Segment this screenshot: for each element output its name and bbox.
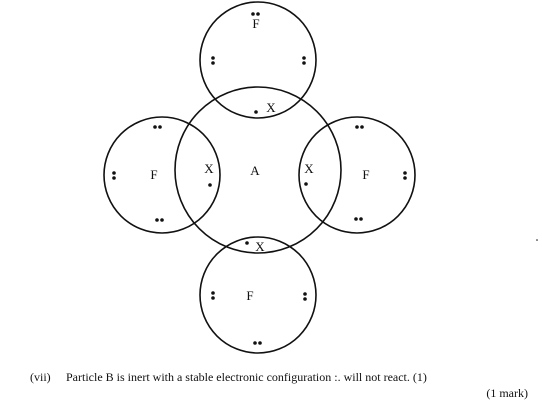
- lone-pair-dot: [112, 171, 116, 175]
- top-bond-dot: [254, 110, 258, 114]
- lone-pair-dot: [155, 218, 159, 222]
- lone-pair-dot: [256, 12, 260, 16]
- lone-pair-dot: [158, 125, 162, 129]
- lone-pair-dot: [302, 56, 306, 60]
- lone-pair-dot: [355, 125, 359, 129]
- question-number: (vii): [30, 370, 51, 384]
- left-bond-x: X: [204, 161, 214, 176]
- right-bond-x: X: [304, 161, 314, 176]
- lone-pair-dot: [258, 341, 262, 345]
- lone-pair-dot: [211, 56, 215, 60]
- central-atom-shell: [174, 86, 342, 254]
- top-fluorine-shell: [199, 1, 317, 119]
- lone-pair-dot: [403, 176, 407, 180]
- lone-pair-dot: [112, 176, 116, 180]
- lone-pair-dot: [253, 341, 257, 345]
- lone-pair-dot: [354, 217, 358, 221]
- bottom-fluorine-shell: [199, 236, 317, 354]
- lone-pair-dot: [211, 296, 215, 300]
- bottom-fluorine-label: F: [246, 288, 253, 303]
- bottom-fluorine-lone-pairs: [211, 291, 307, 345]
- scan-speck: [536, 239, 538, 241]
- left-fluorine-lone-pairs: [112, 125, 164, 222]
- lone-pair-dot: [359, 217, 363, 221]
- lone-pair-dot: [403, 171, 407, 175]
- left-fluorine-shell: [103, 116, 221, 234]
- lone-pair-dot: [303, 297, 307, 301]
- left-bond-dot: [208, 183, 212, 187]
- right-fluorine-lone-pairs: [354, 125, 407, 221]
- right-fluorine-shell: [298, 116, 416, 234]
- right-fluorine-label: F: [362, 167, 369, 182]
- answer-line: (vii) Particle B is inert with a stable e…: [30, 370, 427, 385]
- lone-pair-dot: [303, 292, 307, 296]
- top-bond-x: X: [266, 100, 276, 115]
- lone-pair-dot: [160, 218, 164, 222]
- lone-pair-dot: [302, 61, 306, 65]
- central-atom-label: A: [250, 163, 260, 178]
- answer-text: Particle B is inert with a stable electr…: [66, 370, 427, 384]
- lone-pair-dot: [211, 61, 215, 65]
- bottom-bond-x: X: [255, 239, 265, 254]
- top-fluorine-label: F: [252, 16, 259, 31]
- left-fluorine-label: F: [150, 167, 157, 182]
- mark-allocation: (1 mark): [486, 386, 528, 400]
- bottom-bond-dot: [245, 241, 249, 245]
- lone-pair-dot: [360, 125, 364, 129]
- right-bond-dot: [304, 182, 308, 186]
- lone-pair-dot: [251, 12, 255, 16]
- lone-pair-dot: [153, 125, 157, 129]
- top-fluorine-lone-pairs: [211, 12, 306, 65]
- lone-pair-dot: [211, 291, 215, 295]
